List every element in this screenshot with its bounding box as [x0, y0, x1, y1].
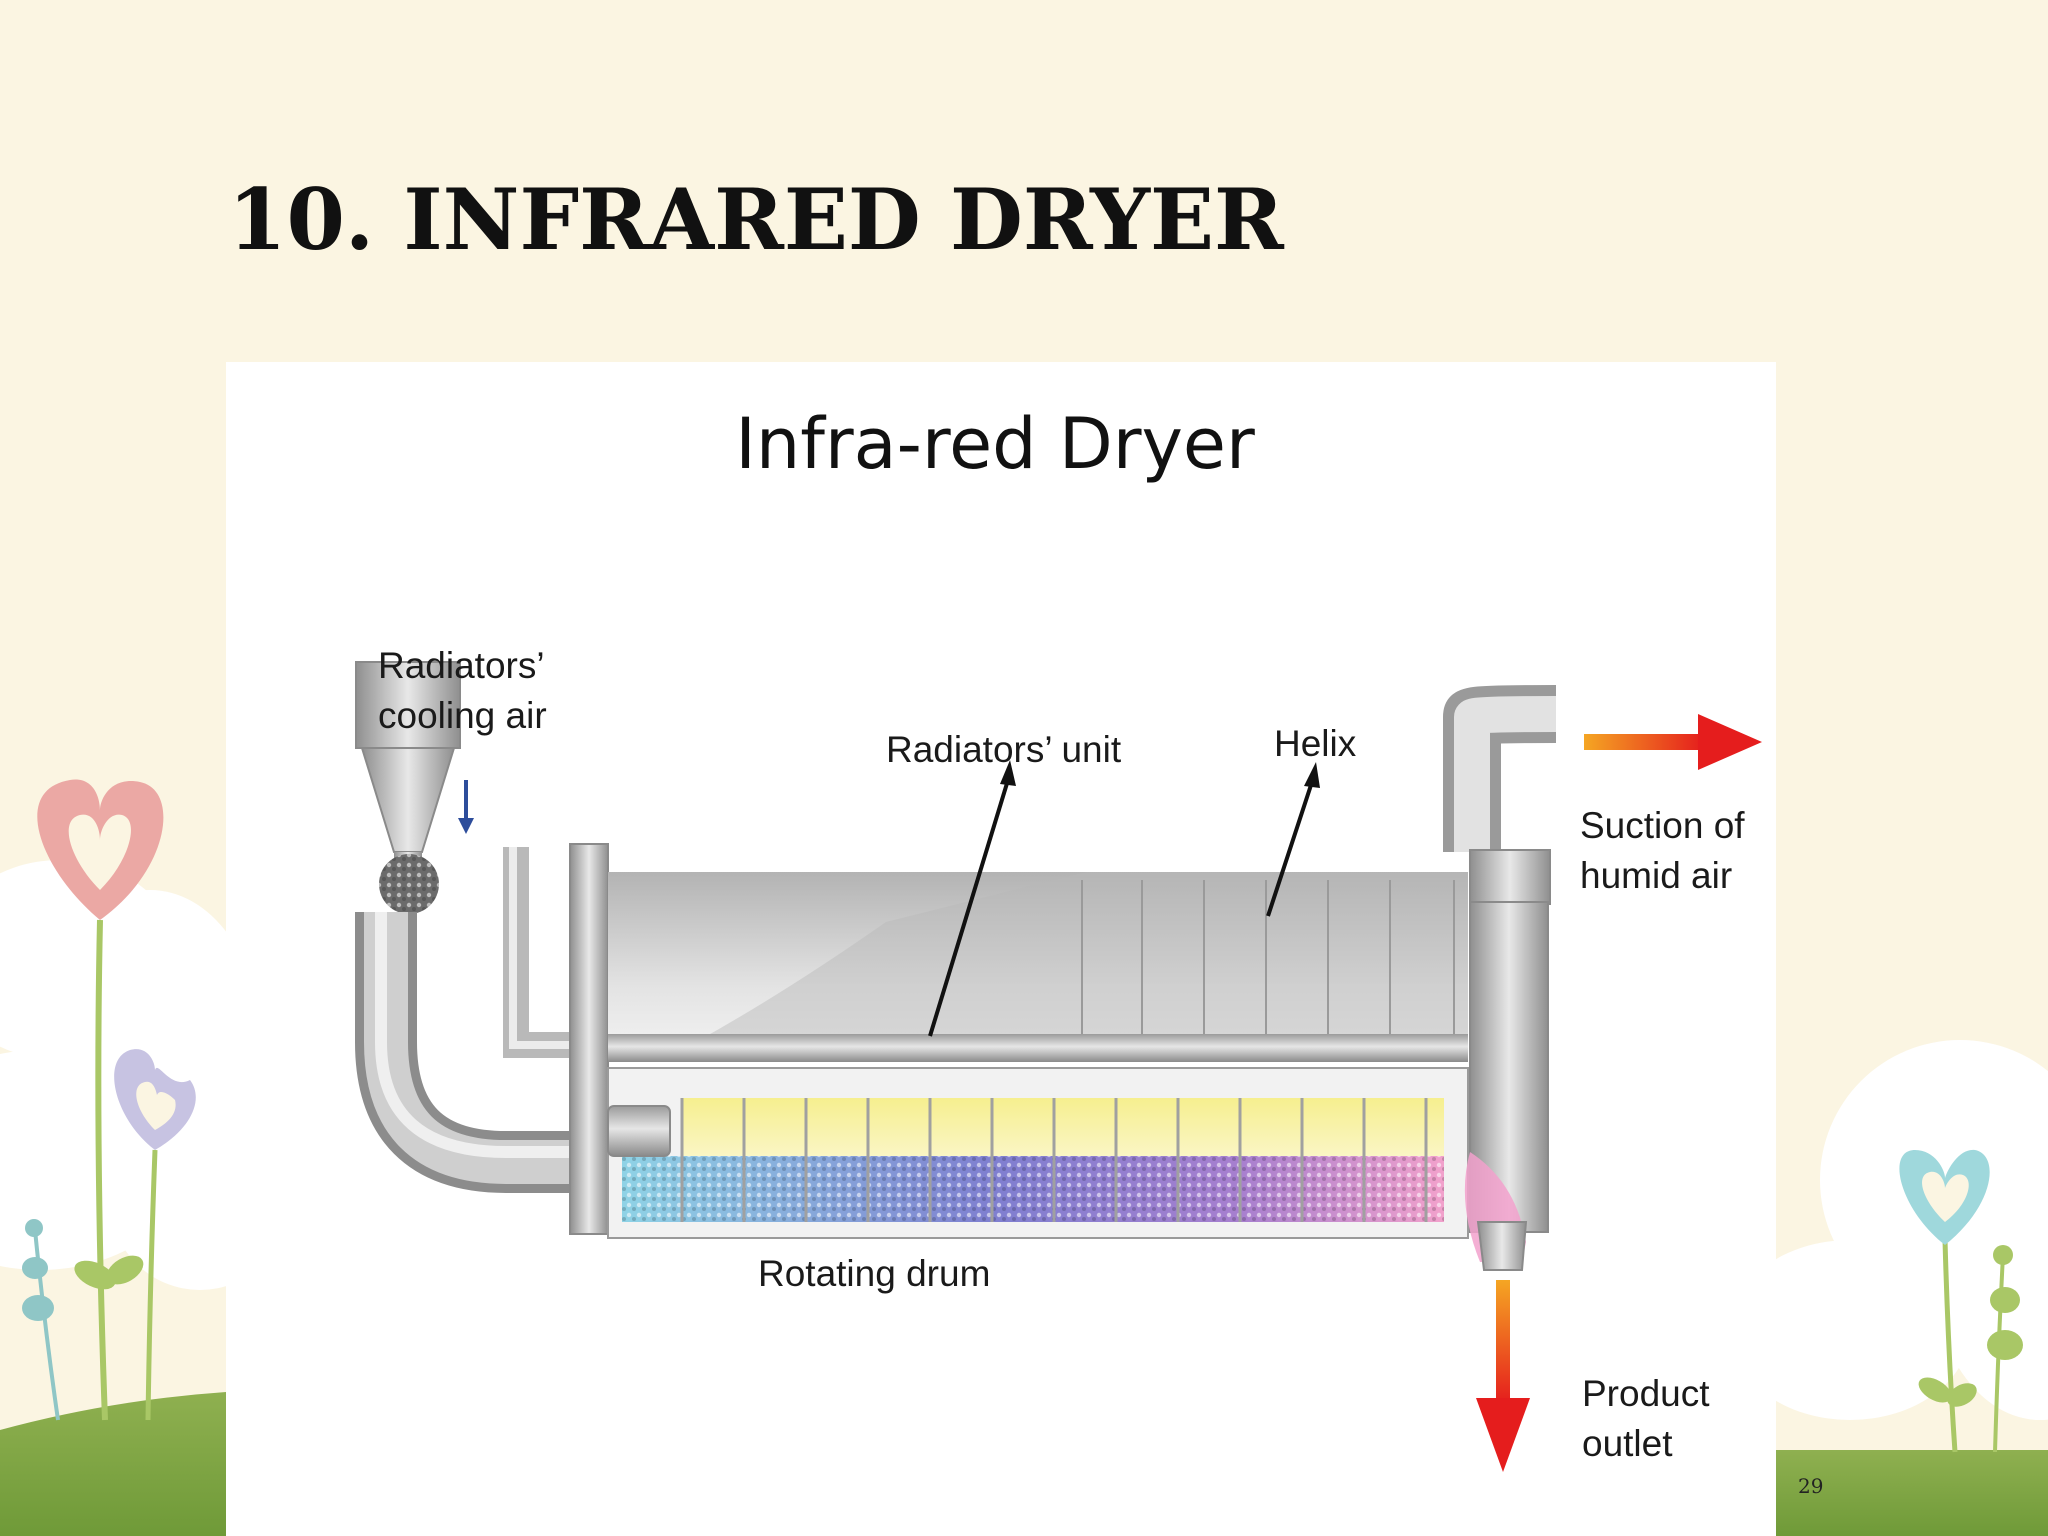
cloud-right [1730, 1040, 2048, 1420]
label-cooling-air-line2: cooling air [378, 695, 547, 736]
slide-title: 10. INFRARED DRYER [228, 170, 1284, 269]
pointer-radiators-unit [928, 760, 1016, 1037]
grass-hill-right [1776, 1450, 2048, 1536]
label-suction-line2: humid air [1580, 855, 1732, 896]
dot-flower-icon [22, 1219, 60, 1421]
label-product-line1: Product [1582, 1373, 1710, 1414]
label-helix: Helix [1274, 723, 1357, 764]
product-outlet-arrow-icon [1476, 1280, 1530, 1472]
heart-flower-icon [1899, 1149, 1990, 1453]
rotating-drum-body [607, 1067, 1469, 1239]
page-number: 29 [1798, 1474, 1824, 1498]
diagram-panel: Infra-red Dryer Radiators’ cooling air [226, 362, 1776, 1536]
heart-flower-icon [37, 779, 164, 1421]
feed-pipe [355, 912, 576, 1193]
diagram-title: Infra-red Dryer [735, 403, 1255, 485]
heart-flower-icon [74, 1049, 196, 1421]
pointer-helix [1266, 762, 1320, 917]
feed-hopper [355, 661, 461, 914]
label-rotating-drum: Rotating drum [758, 1253, 990, 1294]
radiators-unit-housing [608, 872, 1468, 1062]
label-radiators-unit: Radiators’ unit [886, 729, 1122, 770]
grass-hill-left [0, 1392, 226, 1536]
left-flange [569, 843, 609, 1235]
infrared-dryer-diagram: Infra-red Dryer Radiators’ cooling air [355, 403, 1762, 1472]
label-cooling-air-line1: Radiators’ [378, 645, 545, 686]
dot-flower-icon [1987, 1245, 2023, 1453]
right-end-housing [1443, 685, 1557, 1271]
suction-arrow-icon [1584, 714, 1762, 770]
label-product-line2: outlet [1582, 1423, 1673, 1464]
cooling-air-inlet: Radiators’ cooling air [378, 645, 572, 1058]
label-suction-line1: Suction of [1580, 805, 1745, 846]
